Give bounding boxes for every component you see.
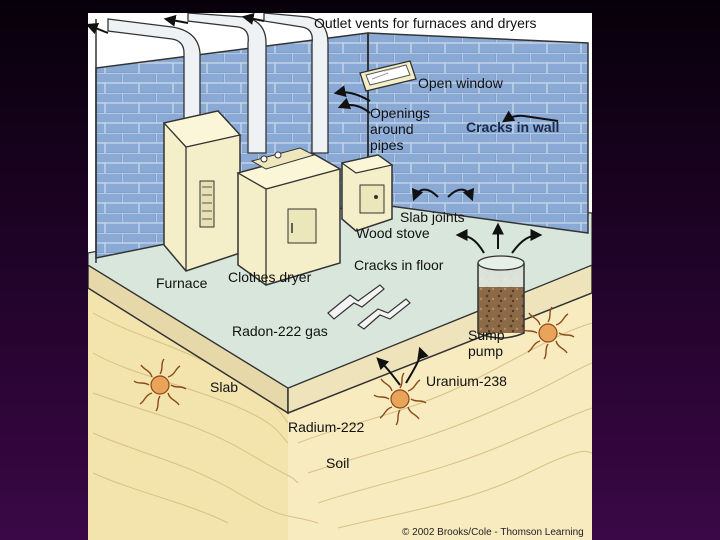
label-open-window: Open window bbox=[418, 75, 503, 91]
label-openings-around-pipes: Openings around pipes bbox=[370, 105, 430, 153]
label-clothes-dryer: Clothes dryer bbox=[228, 269, 311, 285]
clothes-dryer-illustration bbox=[238, 148, 340, 285]
diagram-panel: Outlet vents for furnaces and dryers Ope… bbox=[88, 13, 592, 540]
label-soil: Soil bbox=[326, 455, 349, 471]
sump-pump-illustration bbox=[478, 256, 524, 338]
wood-stove-illustration bbox=[342, 155, 392, 231]
label-radium: Radium-222 bbox=[288, 419, 364, 435]
label-uranium: Uranium-238 bbox=[426, 373, 507, 389]
label-slab: Slab bbox=[210, 379, 238, 395]
label-sump-pump: Sump pump bbox=[468, 327, 505, 359]
label-wood-stove: Wood stove bbox=[356, 225, 430, 241]
copyright-notice: © 2002 Brooks/Cole - Thomson Learning bbox=[402, 525, 584, 540]
label-outlet-vents: Outlet vents for furnaces and dryers bbox=[314, 15, 537, 31]
label-cracks-in-floor: Cracks in floor bbox=[354, 257, 443, 273]
label-furnace: Furnace bbox=[156, 275, 207, 291]
label-cracks-in-wall: Cracks in wall bbox=[466, 119, 559, 135]
label-slab-joints: Slab joints bbox=[400, 209, 465, 225]
furnace-illustration bbox=[164, 111, 240, 271]
label-radon-gas: Radon-222 gas bbox=[232, 323, 328, 339]
